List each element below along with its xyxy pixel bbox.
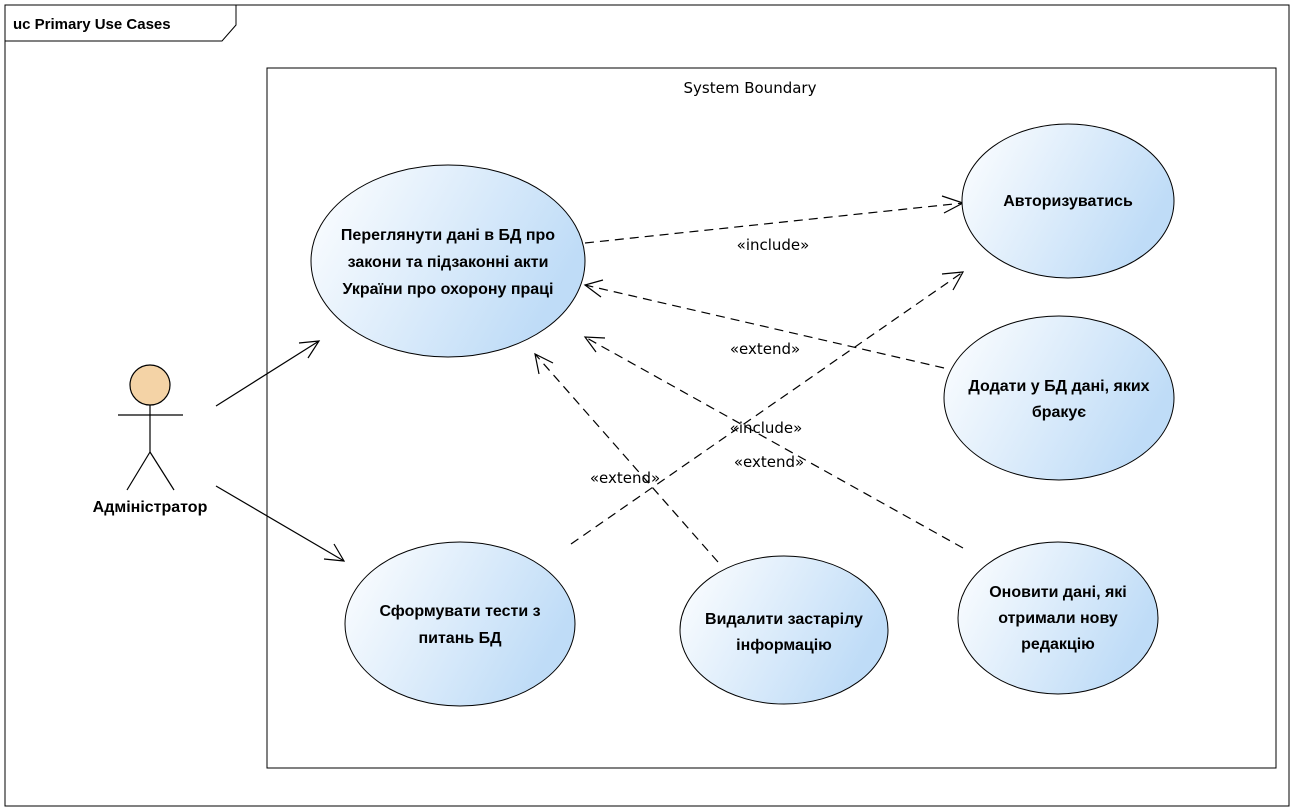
- usecase-create-tests-line-2: питань БД: [418, 630, 502, 647]
- usecase-authorize[interactable]: Авторизуватись: [961, 123, 1175, 279]
- usecase-add-data-line-2: бракує: [1032, 404, 1086, 421]
- include-tests-auth-line[interactable]: [570, 271, 964, 545]
- usecase-authorize-line-1: Авторизуватись: [1003, 193, 1133, 210]
- include-view-auth-line[interactable]: [584, 202, 964, 244]
- usecase-create-tests-line-1: Сформувати тести з: [379, 603, 540, 620]
- actor-administrator[interactable]: Адміністратор: [93, 364, 208, 516]
- association-actor-view-arrowhead: [298, 340, 321, 359]
- extend-delete-view-arrowhead: [534, 352, 554, 375]
- usecase-update-data-line-1: Оновити дані, які: [989, 584, 1127, 601]
- usecase-view-laws-line-1: Переглянути дані в БД про: [341, 227, 555, 244]
- usecase-update-data-line-3: редакцію: [1021, 636, 1095, 653]
- usecase-delete-info[interactable]: Видалити застарілу інформацію: [679, 555, 889, 705]
- usecase-view-laws-line-2: закони та підзаконні акти: [348, 254, 549, 271]
- usecase-view-laws[interactable]: Переглянути дані в БД про закони та підз…: [310, 164, 586, 358]
- usecase-delete-info-ellipse[interactable]: [679, 555, 889, 705]
- actor-right-leg: [149, 451, 175, 491]
- usecase-add-data-line-1: Додати у БД дані, яких: [968, 378, 1149, 395]
- actor-name: Адміністратор: [93, 499, 208, 516]
- include-tests-auth-label: «include»: [730, 419, 803, 437]
- extend-update-view-line[interactable]: [584, 336, 964, 549]
- association-actor-tests-arrowhead: [323, 543, 346, 562]
- frame-title: uc Primary Use Cases: [13, 16, 171, 33]
- extend-delete-view-label: «extend»: [590, 469, 660, 487]
- usecase-create-tests[interactable]: Сформувати тести з питань БД: [344, 541, 576, 707]
- extend-add-view-arrowhead: [583, 279, 604, 298]
- usecase-add-data-ellipse[interactable]: [943, 315, 1175, 481]
- usecase-update-data-ellipse[interactable]: [957, 541, 1159, 695]
- usecase-delete-info-line-2: інформацію: [736, 637, 832, 654]
- extend-update-view-arrowhead: [583, 336, 606, 353]
- system-boundary-title: System Boundary: [684, 79, 817, 97]
- usecase-update-data-line-2: отримали нову: [998, 610, 1118, 627]
- association-actor-tests-line[interactable]: [215, 485, 345, 562]
- association-actor-view-line[interactable]: [215, 340, 320, 407]
- include-tests-auth-arrowhead: [941, 271, 965, 291]
- usecase-update-data[interactable]: Оновити дані, які отримали нову редакцію: [957, 541, 1159, 695]
- usecase-create-tests-ellipse[interactable]: [344, 541, 576, 707]
- actor-left-leg: [126, 451, 151, 491]
- extend-add-view-line[interactable]: [584, 284, 945, 369]
- diagram-frame: [4, 4, 1290, 807]
- usecase-delete-info-line-1: Видалити застарілу: [705, 611, 863, 628]
- actor-head-icon: [129, 364, 171, 406]
- usecase-add-data[interactable]: Додати у БД дані, яких бракує: [943, 315, 1175, 481]
- extend-update-view-label: «extend»: [734, 453, 804, 471]
- extend-delete-view-line[interactable]: [534, 353, 719, 563]
- extend-add-view-label: «extend»: [730, 340, 800, 358]
- usecase-view-laws-ellipse[interactable]: [310, 164, 586, 358]
- frame-title-tab: [4, 4, 237, 42]
- include-view-auth-label: «include»: [737, 236, 810, 254]
- usecase-view-laws-line-3: України про охорону праці: [343, 281, 554, 298]
- usecase-authorize-ellipse[interactable]: [961, 123, 1175, 279]
